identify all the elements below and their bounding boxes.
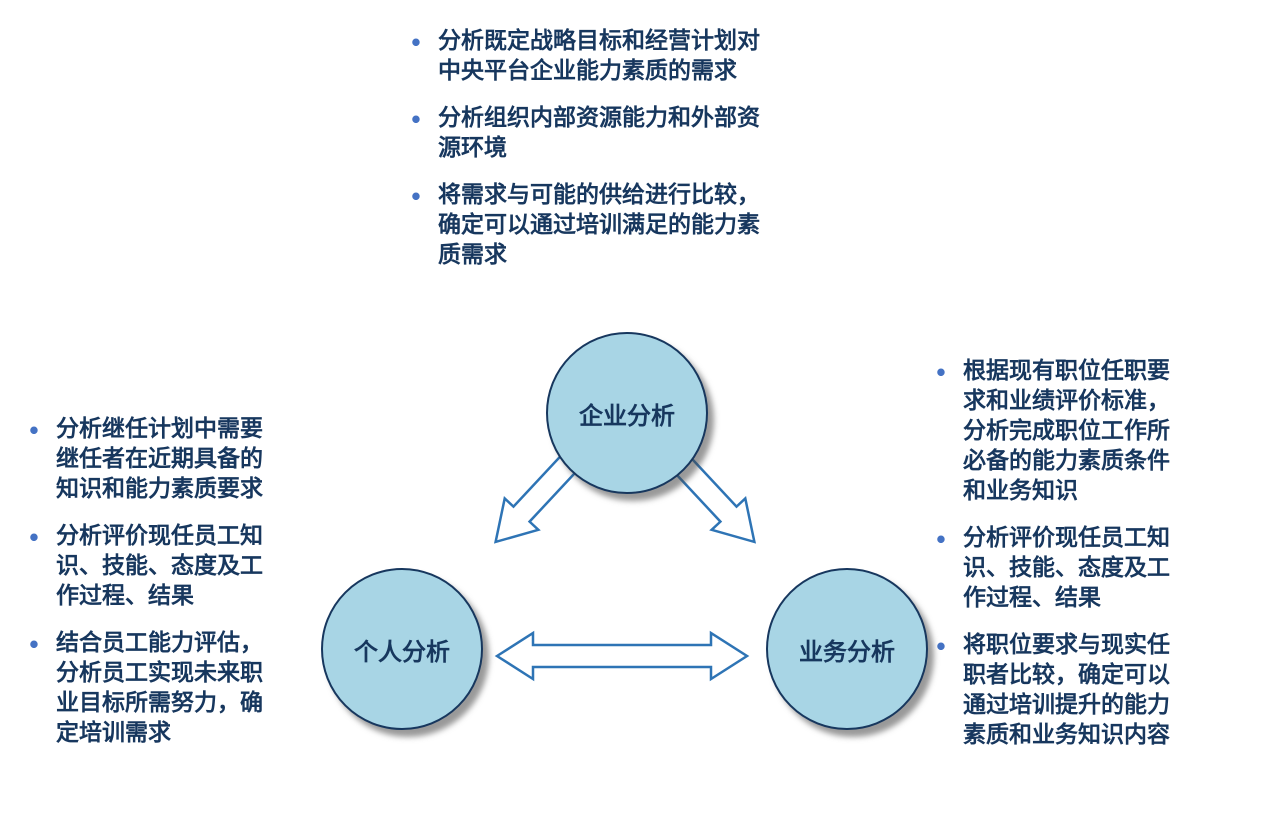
bullet-icon: • bbox=[934, 635, 948, 659]
bullet-text: 分析既定战略目标和经营计划对中央平台企业能力素质的需求 bbox=[438, 28, 760, 84]
business-analysis-bullet-list: • 根据现有职位任职要求和业绩评价标准，分析完成职位工作所必备的能力素质条件和业… bbox=[933, 356, 1195, 767]
bullet-icon: • bbox=[934, 361, 948, 385]
node-label: 个人分析 bbox=[354, 637, 450, 666]
arrow-personal-business-bidirectional bbox=[494, 630, 750, 682]
list-item: • 分析评价现任员工知识、技能、态度及工作过程、结果 bbox=[933, 523, 1195, 613]
bullet-icon: • bbox=[409, 108, 423, 132]
node-label: 业务分析 bbox=[799, 637, 895, 666]
bullet-icon: • bbox=[27, 419, 41, 443]
node-label: 企业分析 bbox=[579, 401, 675, 430]
bullet-text: 将需求与可能的供给进行比较，确定可以通过培训满足的能力素质需求 bbox=[438, 182, 760, 268]
list-item: • 将需求与可能的供给进行比较，确定可以通过培训满足的能力素质需求 bbox=[408, 180, 770, 270]
enterprise-analysis-bullet-list: • 分析既定战略目标和经营计划对中央平台企业能力素质的需求 • 分析组织内部资源… bbox=[408, 26, 770, 287]
list-item: • 根据现有职位任职要求和业绩评价标准，分析完成职位工作所必备的能力素质条件和业… bbox=[933, 356, 1195, 506]
list-item: • 分析继任计划中需要继任者在近期具备的知识和能力素质要求 bbox=[26, 414, 284, 504]
bullet-icon: • bbox=[27, 526, 41, 550]
bullet-icon: • bbox=[27, 633, 41, 657]
bullet-icon: • bbox=[409, 185, 423, 209]
bullet-text: 分析评价现任员工知识、技能、态度及工作过程、结果 bbox=[56, 523, 263, 609]
personal-analysis-bullet-list: • 分析继任计划中需要继任者在近期具备的知识和能力素质要求 • 分析评价现任员工… bbox=[26, 414, 284, 765]
bullet-icon: • bbox=[409, 31, 423, 55]
node-enterprise-analysis: 企业分析 bbox=[546, 332, 708, 494]
bullet-text: 分析继任计划中需要继任者在近期具备的知识和能力素质要求 bbox=[56, 416, 263, 502]
list-item: • 结合员工能力评估，分析员工实现未来职业目标所需努力，确定培训需求 bbox=[26, 628, 284, 748]
list-item: • 分析组织内部资源能力和外部资源环境 bbox=[408, 103, 770, 163]
bullet-icon: • bbox=[934, 528, 948, 552]
node-personal-analysis: 个人分析 bbox=[321, 568, 483, 730]
list-item: • 分析评价现任员工知识、技能、态度及工作过程、结果 bbox=[26, 521, 284, 611]
bullet-text: 分析评价现任员工知识、技能、态度及工作过程、结果 bbox=[963, 525, 1170, 611]
list-item: • 将职位要求与现实任职者比较，确定可以通过培训提升的能力素质和业务知识内容 bbox=[933, 630, 1195, 750]
node-business-analysis: 业务分析 bbox=[766, 568, 928, 730]
list-item: • 分析既定战略目标和经营计划对中央平台企业能力素质的需求 bbox=[408, 26, 770, 86]
bullet-text: 分析组织内部资源能力和外部资源环境 bbox=[438, 105, 760, 161]
bullet-text: 根据现有职位任职要求和业绩评价标准，分析完成职位工作所必备的能力素质条件和业务知… bbox=[963, 358, 1170, 504]
bullet-text: 将职位要求与现实任职者比较，确定可以通过培训提升的能力素质和业务知识内容 bbox=[963, 632, 1170, 748]
bullet-text: 结合员工能力评估，分析员工实现未来职业目标所需努力，确定培训需求 bbox=[56, 630, 263, 746]
